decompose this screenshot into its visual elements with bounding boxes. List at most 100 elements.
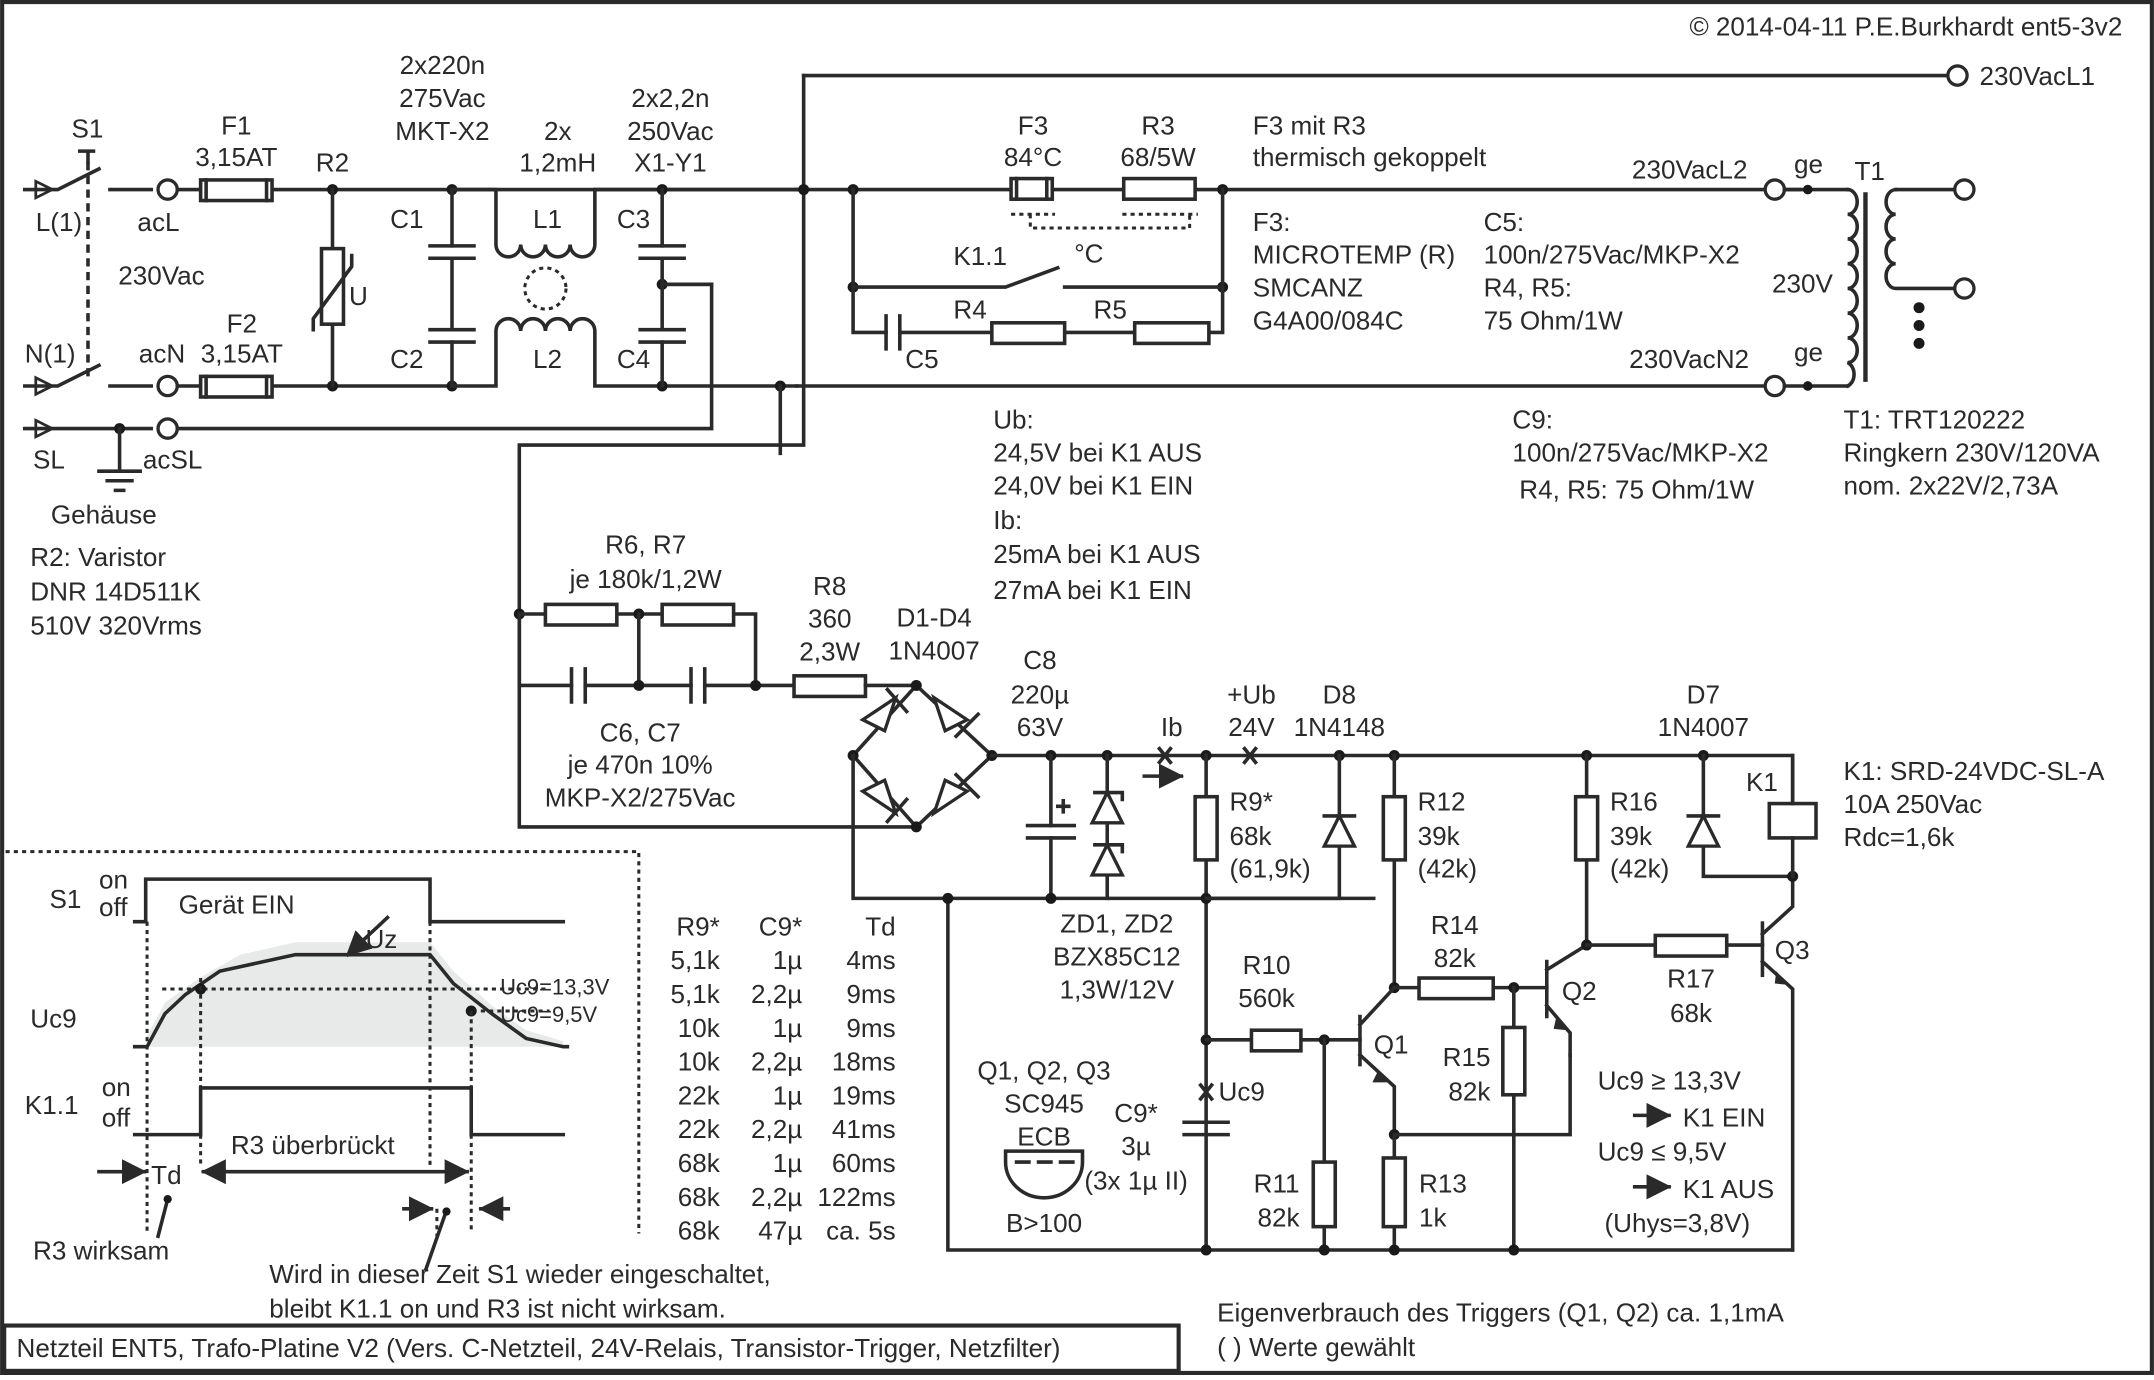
note-r2-2: DNR 14D511K xyxy=(30,576,201,606)
note-c5-2: 100n/275Vac/MKP-X2 xyxy=(1484,240,1740,270)
l-spec-1: 2x xyxy=(544,116,572,146)
resistor-R14 xyxy=(1417,976,1495,1001)
terminal-230VacL1 xyxy=(1946,64,1969,87)
label-R11: R11 xyxy=(1254,1168,1300,1198)
title-box xyxy=(2,1323,1181,1373)
threshold-off: Uc9 ≤ 9,5V xyxy=(1598,1137,1727,1167)
note-f3-part-4: G4A00/084C xyxy=(1253,306,1404,336)
resistor-R9 xyxy=(1193,794,1219,862)
label-R3: R3 xyxy=(1141,111,1174,141)
note-c5-1: C5: xyxy=(1484,207,1525,237)
note-f3-part-1: F3: xyxy=(1253,207,1291,237)
label-Q3: Q3 xyxy=(1775,935,1810,965)
label-R6R7: R6, R7 xyxy=(605,530,686,560)
label-thermal-coupling: °C xyxy=(1074,238,1103,268)
label-D7: D7 xyxy=(1687,679,1720,709)
note-c5-4: 75 Ohm/1W xyxy=(1484,306,1624,336)
notes-middle: Ub: 24,5V bei K1 AUS 24,0V bei K1 EIN Ib… xyxy=(30,405,2100,641)
label-R16: R16 xyxy=(1610,786,1658,816)
emitter-arrow-Q2-icon xyxy=(1553,1016,1568,1031)
transistor-info: Q1, Q2, Q3 SC945 ECB B>100 xyxy=(977,1056,1110,1238)
td-table-cell: 9ms xyxy=(846,979,895,1009)
ground-icon xyxy=(97,469,142,493)
footer: Netzteil ENT5, Trafo-Platine V2 (Vers. C… xyxy=(2,1297,1784,1373)
resistor-R8 xyxy=(792,674,868,699)
mains-routing: 230VacL1 xyxy=(517,61,2095,829)
note-t1-3: nom. 2x22V/2,73A xyxy=(1843,471,2058,501)
td-table-cell: 18ms xyxy=(832,1047,896,1077)
value-C9: 3µ xyxy=(1121,1131,1151,1161)
td-table-header: R9* xyxy=(676,911,720,941)
td-table-cell: 10k xyxy=(678,1013,721,1043)
label-R2: R2 xyxy=(316,148,349,178)
label-Ub: +Ub xyxy=(1227,679,1276,709)
label-F2: F2 xyxy=(227,308,257,338)
note-ib-1: Ib: xyxy=(993,505,1022,535)
note-ib-3: 27mA bei K1 EIN xyxy=(993,575,1192,605)
value-D1D4: 1N4007 xyxy=(888,635,979,665)
label-R10: R10 xyxy=(1243,950,1291,980)
inrush-limiter: F3 84°C R3 68/5W °C K1.1 R4 R5 C5 xyxy=(847,111,1229,374)
bridge-rectifier-D1-D4: D1-D4 1N4007 xyxy=(847,602,1376,901)
label-R12: R12 xyxy=(1418,786,1466,816)
footer-note-2: ( ) Werte gewählt xyxy=(1217,1332,1416,1362)
label-R5: R5 xyxy=(1093,295,1126,325)
td-table-cell: 1µ xyxy=(773,1013,803,1043)
value-R3: 68/5W xyxy=(1120,142,1196,172)
td-table-cell: 1µ xyxy=(773,1080,803,1110)
threshold-hysteresis: (Uhys=3,8V) xyxy=(1604,1208,1750,1238)
label-K1: K1 xyxy=(1746,767,1778,797)
label-acSL: acSL xyxy=(143,444,202,474)
value-R10: 560k xyxy=(1238,983,1296,1013)
input-arrow-SL-icon xyxy=(34,418,56,440)
td-table-cell: 22k xyxy=(678,1080,721,1110)
td-table-cell: 122ms xyxy=(817,1182,895,1212)
label-acL: acL xyxy=(137,207,179,237)
fuse-F3 xyxy=(1009,176,1055,201)
label-R15: R15 xyxy=(1443,1042,1491,1072)
core-icon xyxy=(523,266,568,311)
timing-td-label: Td xyxy=(151,1160,181,1190)
label-C1: C1 xyxy=(390,204,423,234)
note-ub-3: 24,0V bei K1 EIN xyxy=(993,471,1193,501)
label-ge-bottom: ge xyxy=(1794,337,1823,367)
value-R9: 68k xyxy=(1229,821,1272,851)
terminal-acSL xyxy=(156,417,179,440)
resistor-R16 xyxy=(1573,794,1600,862)
value-R16: 39k xyxy=(1610,821,1653,851)
td-table-cell: 68k xyxy=(678,1216,721,1246)
td-table-cell: 10k xyxy=(678,1047,721,1077)
label-T1-primary: 230V xyxy=(1772,269,1834,299)
value-D8: 1N4148 xyxy=(1294,712,1385,742)
label-F3: F3 xyxy=(1018,111,1048,141)
note-c5-3: R4, R5: xyxy=(1484,273,1572,303)
c1c2-spec-1: 2x220n xyxy=(400,50,486,80)
emitter-arrow-Q3-icon xyxy=(1774,971,1789,985)
label-SL: SL xyxy=(33,444,65,474)
td-table-cell: 2,2µ xyxy=(751,979,802,1009)
timing-label-Uc9: Uc9 xyxy=(30,1003,76,1033)
l-spec-2: 1,2mH xyxy=(519,148,596,178)
value-F2: 3,15AT xyxy=(201,339,283,369)
td-table-cell: 1µ xyxy=(773,1148,803,1178)
varistor-R2: R2 U xyxy=(311,148,368,392)
value-C8-2: 63V xyxy=(1017,712,1064,742)
td-table-cell: 5,1k xyxy=(671,979,721,1009)
transformer-T1: 230VacL2 230VacN2 ge ge T1 230V xyxy=(1629,149,1976,398)
value-R8-1: 360 xyxy=(808,604,852,634)
label-R4: R4 xyxy=(953,295,986,325)
note-c9-3: R4, R5: 75 Ohm/1W xyxy=(1519,475,1754,505)
td-table-cell: 4ms xyxy=(846,945,895,975)
measure-point-Uc9-icon xyxy=(1198,1082,1215,1102)
label-L1: L1 xyxy=(533,204,562,234)
threshold-on-result: K1 EIN xyxy=(1683,1102,1766,1132)
ground-rail xyxy=(942,892,1795,1256)
transistor-part: SC945 xyxy=(1004,1089,1084,1119)
resistor-R4 xyxy=(990,321,1067,346)
choke-L1-L2: 2x 1,2mH L1 L2 xyxy=(450,116,799,388)
td-table-cell: 1µ xyxy=(773,945,803,975)
threshold-notes: Uc9 ≥ 13,3V K1 EIN Uc9 ≤ 9,5V K1 AUS (Uh… xyxy=(1598,1065,1774,1238)
label-C8: C8 xyxy=(1023,645,1056,675)
note-c9-2: 100n/275Vac/MKP-X2 xyxy=(1512,438,1768,468)
td-table-cell: 2,2µ xyxy=(751,1182,802,1212)
